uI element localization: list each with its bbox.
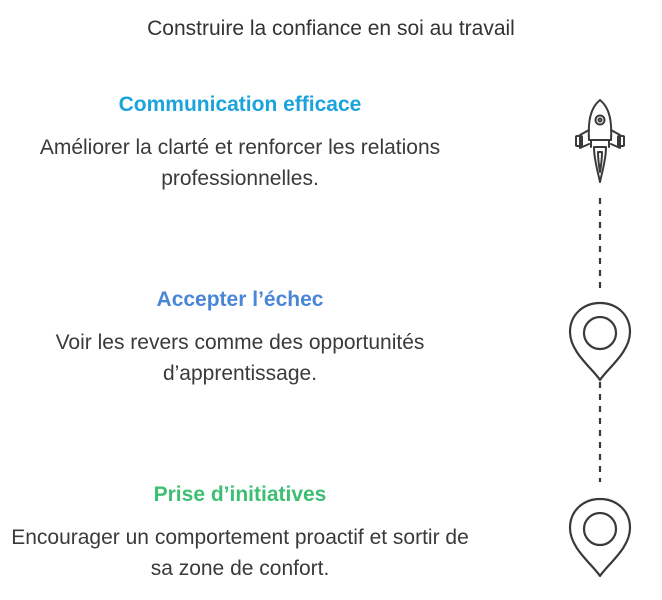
step-heading: Communication efficace: [118, 93, 362, 116]
map-pin-icon: [568, 301, 632, 382]
step-description: Encourager un comportement proactif et s…: [11, 526, 469, 580]
step-initiative: Prise d’initiatives Encourager un compor…: [0, 480, 480, 584]
diagram-title: Construire la confiance en soi au travai…: [147, 17, 515, 40]
step-heading: Accepter l’échec: [156, 288, 324, 311]
step-heading: Prise d’initiatives: [153, 483, 327, 506]
rocket-icon: [575, 99, 625, 183]
map-pin-icon: [568, 497, 632, 578]
step-description: Voir les revers comme des opportunités d…: [55, 331, 425, 385]
step-description: Améliorer la clarté et renforcer les rel…: [39, 136, 441, 190]
step-accept-failure: Accepter l’échec Voir les revers comme d…: [0, 285, 480, 389]
step-communication: Communication efficace Améliorer la clar…: [0, 90, 480, 194]
timeline: [568, 99, 632, 578]
